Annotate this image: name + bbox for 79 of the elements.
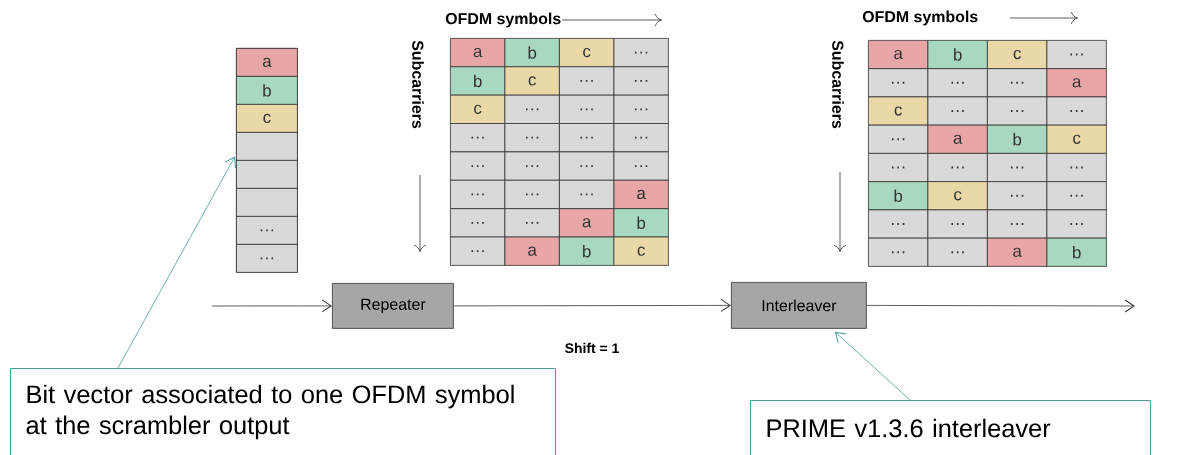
- callout-box: Bit vector associated to one OFDM symbol at the scrambler output: [10, 368, 556, 455]
- table-cell: b: [559, 236, 615, 266]
- edge-label: Shift = 1: [563, 341, 621, 355]
- arrow: [453, 298, 731, 312]
- table-cell: b: [987, 124, 1048, 154]
- table-cell: …: [613, 123, 669, 153]
- table-cell: …: [987, 68, 1048, 98]
- table-cell: …: [868, 209, 929, 239]
- table-cell: …: [1046, 209, 1107, 239]
- table-cell: …: [987, 209, 1048, 239]
- bit-vector-column: a b c … …: [236, 48, 298, 273]
- table-cell: b: [868, 181, 929, 211]
- table-cell: c: [559, 38, 615, 68]
- axis-title: OFDM symbols: [862, 10, 978, 26]
- table-cell: …: [927, 209, 988, 239]
- table-cell: a: [868, 40, 929, 70]
- table-cell: …: [450, 236, 506, 266]
- process-box: Interleaver: [731, 282, 867, 329]
- table-cell: …: [559, 151, 615, 181]
- table-cell: …: [868, 237, 929, 267]
- table-cell: b: [450, 66, 506, 96]
- table-cell: …: [450, 208, 506, 238]
- leader-line: [117, 156, 236, 369]
- table-cell: a: [450, 38, 506, 68]
- table-cell: c: [450, 94, 506, 124]
- table-cell: b: [1046, 237, 1107, 267]
- table-cell: …: [1046, 40, 1107, 70]
- axis-title: Subcarriers: [412, 40, 424, 129]
- callout-box: PRIME v1.3.6 interleaver: [750, 400, 1151, 455]
- table-cell: …: [927, 68, 988, 98]
- table-cell: c: [613, 236, 669, 266]
- table-cell: a: [559, 208, 615, 238]
- table-cell: c: [868, 96, 929, 126]
- axis-title: OFDM symbols: [445, 12, 561, 28]
- table-cell: …: [450, 123, 506, 153]
- table-cell: …: [927, 96, 988, 126]
- table-cell: …: [504, 123, 560, 153]
- table-cell: a: [1046, 68, 1107, 98]
- table-cell: …: [559, 66, 615, 96]
- table-cell: …: [613, 38, 669, 68]
- table-cell: …: [868, 153, 929, 183]
- table-cell: c: [504, 66, 560, 96]
- table-cell: …: [868, 124, 929, 154]
- table-cell: …: [1046, 96, 1107, 126]
- table-cell: c: [1046, 124, 1107, 154]
- table-cell: …: [504, 151, 560, 181]
- table-cell: c: [927, 181, 988, 211]
- table-cell: …: [987, 96, 1048, 126]
- table-cell: b: [927, 40, 988, 70]
- table-cell: …: [987, 153, 1048, 183]
- table-cell: …: [613, 66, 669, 96]
- process-box: Repeater: [332, 283, 454, 329]
- table-cell: …: [868, 68, 929, 98]
- table-cell: a: [504, 236, 560, 266]
- table-cell: …: [450, 179, 506, 210]
- table-cell: …: [559, 94, 615, 124]
- table-cell: …: [504, 94, 560, 124]
- table-cell: a: [613, 179, 669, 210]
- table-cell: …: [613, 151, 669, 181]
- table-cell: b: [504, 38, 560, 68]
- arrow: [211, 299, 332, 313]
- table-cell: …: [504, 179, 560, 210]
- table-cell: …: [504, 208, 560, 238]
- table-cell: b: [613, 208, 669, 238]
- table-cell: …: [450, 151, 506, 181]
- table-cell: c: [987, 40, 1048, 70]
- table-cell: …: [613, 94, 669, 124]
- table-cell: …: [559, 179, 615, 210]
- table-cell: a: [927, 124, 988, 154]
- table-cell: …: [1046, 153, 1107, 183]
- axis-title: Subcarriers: [832, 40, 844, 129]
- table-cell: …: [987, 181, 1048, 211]
- arrow: [866, 299, 1135, 313]
- table-cell: …: [1046, 181, 1107, 211]
- table-cell: a: [987, 237, 1048, 267]
- table-cell: …: [559, 123, 615, 153]
- table-cell: …: [927, 153, 988, 183]
- table-cell: …: [927, 237, 988, 267]
- leader-line: [835, 331, 911, 401]
